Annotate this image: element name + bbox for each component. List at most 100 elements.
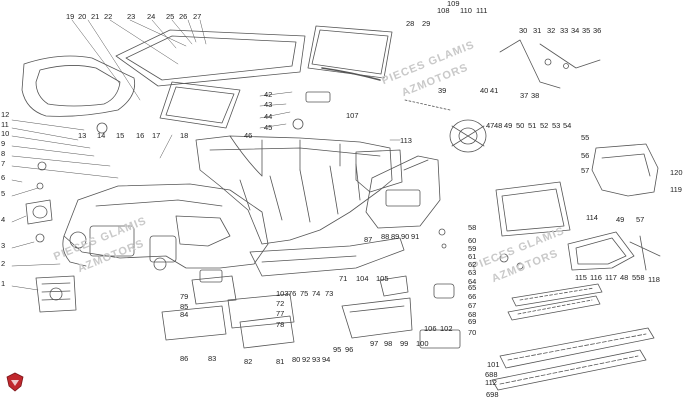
part-label: 48: [494, 121, 503, 130]
part-label: 79: [180, 292, 189, 301]
part-label: 66: [468, 292, 477, 301]
part-label: 25: [166, 12, 175, 21]
part-label: 46: [244, 131, 253, 140]
part-label: 8: [1, 149, 6, 158]
misc-fasteners: [96, 91, 661, 349]
headlamp-left: [25, 161, 53, 243]
part-label: 45: [264, 123, 273, 132]
part-label: 86: [180, 354, 189, 363]
part-label: 65: [468, 283, 477, 292]
part-label: 15: [116, 131, 125, 140]
part-label: 92: [302, 355, 311, 364]
part-label: 76: [288, 289, 297, 298]
roof-panel: [21, 55, 136, 117]
part-label: 91: [411, 232, 420, 241]
part-label: 113: [400, 136, 412, 145]
part-label: 40: [480, 86, 489, 95]
part-label: 32: [547, 26, 556, 35]
part-label: 54: [563, 121, 572, 130]
part-label: 35: [582, 26, 591, 35]
part-label: 102: [440, 324, 453, 333]
door-panel: [365, 155, 441, 229]
part-label: 49: [504, 121, 513, 130]
part-label: 87: [364, 235, 373, 244]
part-label: 71: [339, 274, 348, 283]
part-label: 100: [416, 339, 429, 348]
part-label: 55: [581, 133, 590, 142]
part-label: 49: [616, 215, 625, 224]
floor-tray-lower: [491, 327, 655, 391]
part-label: 88: [381, 232, 390, 241]
part-label: 12: [1, 110, 10, 119]
part-label: 63: [468, 268, 477, 277]
part-label: 84: [180, 310, 189, 319]
part-label: 4: [1, 215, 6, 224]
part-label: 104: [356, 274, 369, 283]
part-label: 120: [670, 168, 683, 177]
part-label: 17: [152, 131, 161, 140]
front-cowl: [62, 183, 269, 271]
part-label: 80: [292, 355, 301, 364]
part-label: 81: [276, 357, 285, 366]
part-label: 16: [136, 131, 145, 140]
part-label: 37: [520, 91, 529, 100]
part-label: 70: [468, 328, 477, 337]
part-label: 28: [406, 19, 415, 28]
part-label: 72: [276, 299, 285, 308]
part-label: 6: [1, 173, 6, 182]
part-label: 41: [490, 86, 499, 95]
part-label: 38: [531, 91, 540, 100]
part-label: 110: [460, 6, 472, 15]
wiper-assembly: [499, 39, 601, 89]
part-label: 51: [528, 121, 537, 130]
part-label: 18: [180, 131, 189, 140]
part-label: 39: [438, 86, 447, 95]
part-label: 119: [670, 185, 682, 194]
part-label: 118: [648, 275, 660, 284]
part-label: 36: [593, 26, 602, 35]
floor-tray-strip: [507, 283, 603, 321]
part-label: 44: [264, 112, 273, 121]
part-label: 111: [476, 6, 488, 15]
front-grille: [35, 275, 77, 313]
part-label: 13: [78, 131, 87, 140]
part-label: 53: [552, 121, 561, 130]
rear-fender: [591, 143, 659, 197]
roof-frame: [115, 29, 306, 87]
wheel: [404, 99, 487, 153]
part-label: 95: [333, 345, 342, 354]
part-label: 24: [147, 12, 156, 21]
part-label: 90: [401, 232, 410, 241]
shield-logo-icon: [6, 372, 24, 392]
part-label: 43: [264, 100, 273, 109]
part-label: 27: [193, 12, 202, 21]
part-label: 105: [376, 274, 389, 283]
part-label: 73: [325, 289, 334, 298]
part-label: 108: [437, 6, 450, 15]
part-label: 60: [468, 236, 477, 245]
part-label: 117: [605, 273, 617, 282]
part-label: 50: [516, 121, 525, 130]
part-label: 89: [391, 232, 400, 241]
part-label: 57: [581, 166, 590, 175]
part-label: 3: [1, 241, 6, 250]
part-label: 688: [485, 370, 498, 379]
part-label: 30: [519, 26, 528, 35]
part-label: 62: [468, 260, 477, 269]
part-label: 116: [590, 273, 602, 282]
part-label: 42: [264, 90, 273, 99]
part-label: 698: [486, 390, 499, 399]
part-label: 58: [468, 223, 477, 232]
side-rocker: [249, 237, 405, 277]
part-label: 115: [575, 273, 587, 282]
part-label: 93: [312, 355, 321, 364]
part-label: 31: [533, 26, 542, 35]
rear-quarter: [355, 149, 403, 193]
part-label: 56: [581, 151, 590, 160]
part-label: 103: [276, 289, 289, 298]
part-label: 83: [208, 354, 217, 363]
part-label: 101: [487, 360, 500, 369]
part-label: 22: [104, 12, 113, 21]
part-label: 114: [586, 213, 598, 222]
